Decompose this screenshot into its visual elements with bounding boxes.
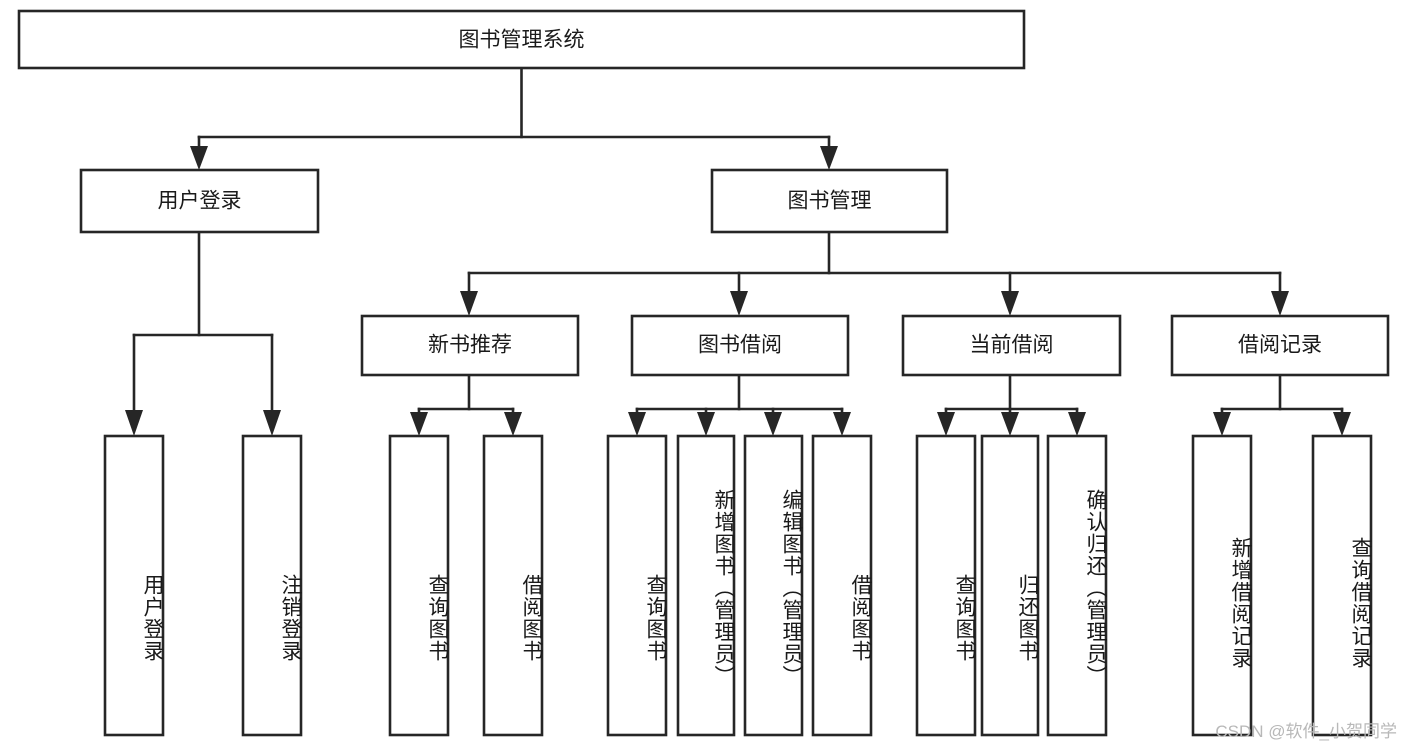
- node-leaf-edit-book-box[interactable]: [743, 434, 804, 737]
- node-leaf-add-record-box[interactable]: [1191, 434, 1253, 737]
- node-leaf-borrow-book-2-box[interactable]: [811, 434, 873, 737]
- arrowhead-leaf-query-book-3: [937, 412, 955, 436]
- leaf-boxes[interactable]: [103, 434, 1373, 737]
- arrowhead-leaf-add-record: [1213, 412, 1231, 436]
- arrowhead-book-manage: [820, 146, 838, 170]
- node-user-login-label: 用户登录: [158, 190, 242, 213]
- arrowhead-current-borrow: [1001, 291, 1019, 316]
- node-new-book-rec-label: 新书推荐: [428, 334, 512, 357]
- arrowhead-leaf-query-book-1: [410, 412, 428, 436]
- arrowhead-leaf-user-login: [125, 410, 143, 436]
- node-book-borrow[interactable]: 图书借阅: [630, 314, 850, 377]
- node-user-login-box[interactable]: [79, 168, 320, 234]
- arrowhead-leaf-confirm-return: [1068, 412, 1086, 436]
- node-current-borrow-box[interactable]: [901, 314, 1122, 377]
- node-leaf-query-book-2-box[interactable]: [606, 434, 668, 737]
- csdn-watermark: CSDN @软件_小贺同学: [1215, 722, 1397, 741]
- node-borrow-record[interactable]: 借阅记录: [1170, 314, 1390, 377]
- arrowhead-leaf-borrow-book-2: [833, 412, 851, 436]
- arrowhead-user-login: [190, 146, 208, 170]
- arrowhead-leaf-query-book-2: [628, 412, 646, 436]
- node-leaf-query-book-1-box[interactable]: [388, 434, 450, 737]
- node-leaf-borrow-book-1-box[interactable]: [482, 434, 544, 737]
- node-root-box[interactable]: [17, 9, 1026, 70]
- arrowhead-leaf-add-book: [697, 412, 715, 436]
- node-leaf-add-book-box[interactable]: [676, 434, 736, 737]
- arrowhead-leaf-query-record: [1333, 412, 1351, 436]
- node-book-borrow-box[interactable]: [630, 314, 850, 377]
- node-book-borrow-label: 图书借阅: [698, 334, 782, 357]
- node-borrow-record-box[interactable]: [1170, 314, 1390, 377]
- node-leaf-return-book-box[interactable]: [980, 434, 1040, 737]
- arrowhead-book-borrow: [730, 291, 748, 316]
- connector-group-new-book-rec: [410, 373, 522, 436]
- node-book-manage-label: 图书管理: [788, 190, 872, 213]
- connector-group-user-login: [125, 230, 281, 436]
- node-current-borrow[interactable]: 当前借阅: [901, 314, 1122, 377]
- node-leaf-confirm-return-box[interactable]: [1046, 434, 1108, 737]
- arrowhead-leaf-user-logout: [263, 410, 281, 436]
- node-root[interactable]: 图书管理系统: [17, 9, 1026, 70]
- node-root-label: 图书管理系统: [459, 29, 585, 52]
- node-new-book-rec[interactable]: 新书推荐: [360, 314, 580, 377]
- arrowhead-leaf-edit-book: [764, 412, 782, 436]
- connector-group-current-borrow: [937, 373, 1086, 436]
- connector-group-root: [190, 66, 838, 170]
- connector-group-book-borrow: [628, 373, 851, 436]
- arrowhead-leaf-return-book: [1001, 412, 1019, 436]
- node-leaf-query-record-box[interactable]: [1311, 434, 1373, 737]
- node-borrow-record-label: 借阅记录: [1238, 334, 1322, 357]
- node-book-manage[interactable]: 图书管理: [710, 168, 949, 234]
- node-leaf-query-book-3-box[interactable]: [915, 434, 977, 737]
- node-leaf-user-login-box[interactable]: [103, 434, 165, 737]
- connector-group-borrow-record: [1213, 373, 1351, 436]
- node-book-manage-box[interactable]: [710, 168, 949, 234]
- arrowhead-borrow-record: [1271, 291, 1289, 316]
- node-user-login[interactable]: 用户登录: [79, 168, 320, 234]
- arrowhead-new-book-rec: [460, 291, 478, 316]
- node-leaf-user-logout-box[interactable]: [241, 434, 303, 737]
- arrowhead-leaf-borrow-book-1: [504, 412, 522, 436]
- node-new-book-rec-box[interactable]: [360, 314, 580, 377]
- connector-group-book-manage: [460, 230, 1289, 316]
- node-current-borrow-label: 当前借阅: [970, 334, 1054, 357]
